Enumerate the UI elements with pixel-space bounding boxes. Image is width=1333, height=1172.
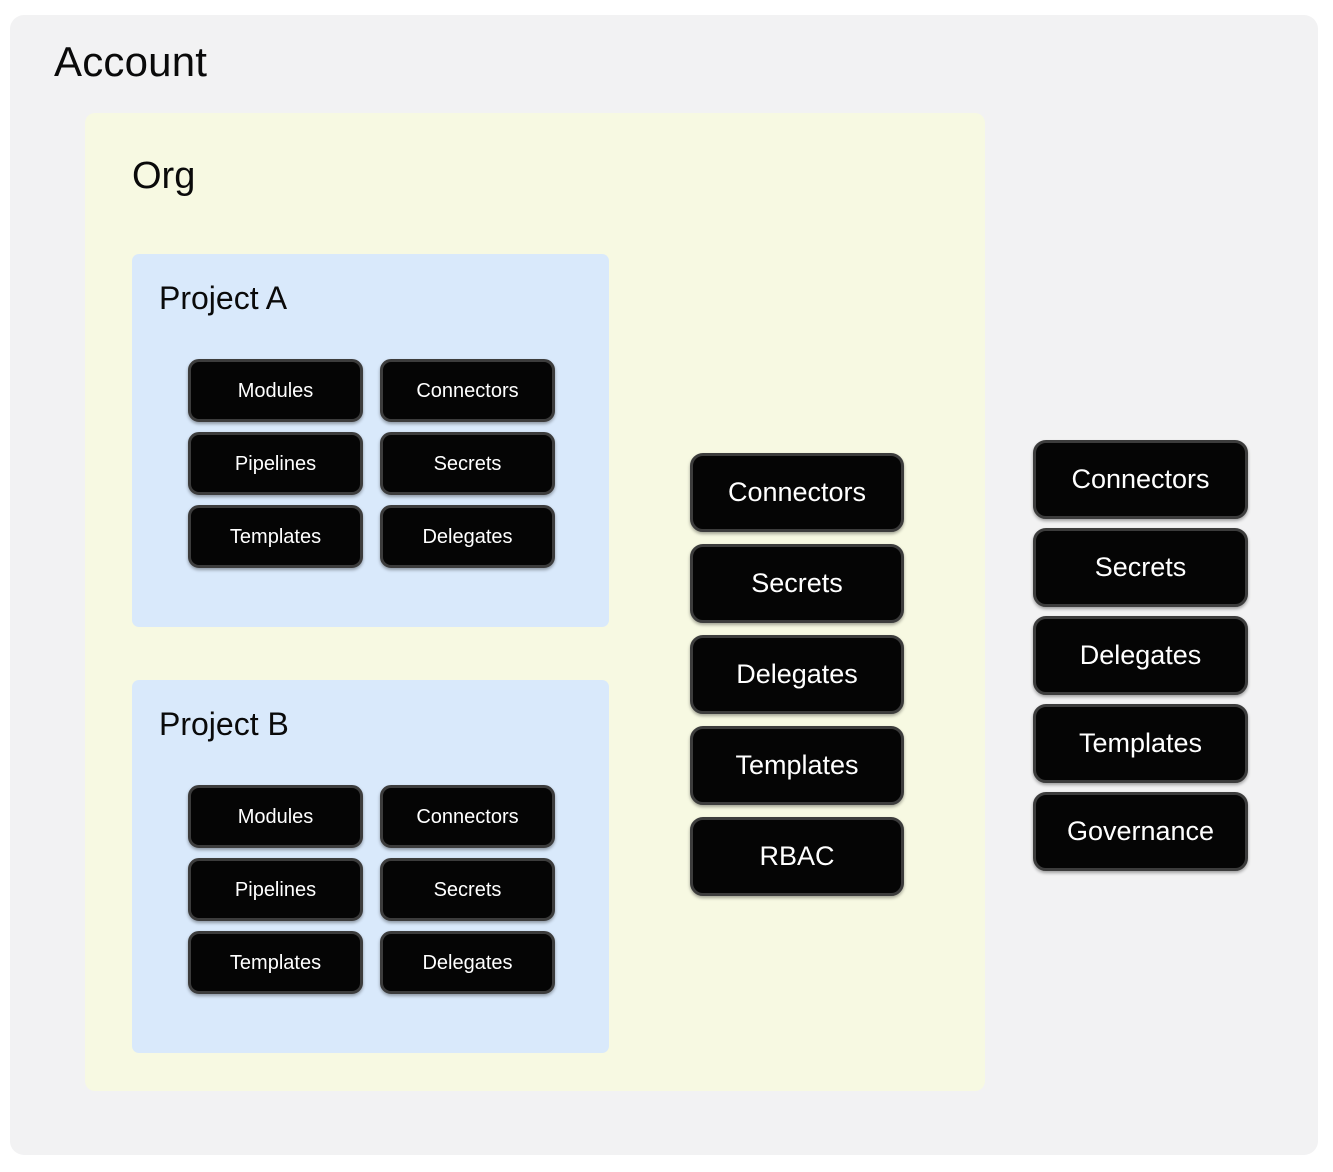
pill-label: RBAC [759, 841, 835, 871]
pill-label: Delegates [422, 525, 513, 548]
project-b-resource-delegates[interactable]: Delegates [380, 931, 555, 994]
org-resource-delegates[interactable]: Delegates [690, 635, 904, 714]
project-a-resource-secrets[interactable]: Secrets [380, 432, 555, 495]
project-a-card: Project A Modules Connectors Pipelines S… [132, 254, 609, 627]
project-b-resource-secrets[interactable]: Secrets [380, 858, 555, 921]
pill-label: Delegates [1079, 640, 1202, 670]
project-a-resource-delegates[interactable]: Delegates [380, 505, 555, 568]
pill-label: Templates [229, 525, 322, 548]
account-resource-connectors[interactable]: Connectors [1033, 440, 1248, 519]
pill-label: Connectors [416, 379, 519, 402]
org-resource-column: Connectors Secrets Delegates Templates R… [690, 453, 904, 896]
project-a-resource-pipelines[interactable]: Pipelines [188, 432, 363, 495]
project-b-title: Project B [159, 706, 289, 742]
pill-label: Secrets [751, 568, 843, 598]
account-scope-card: Account Org Project A Modules Connectors… [10, 15, 1318, 1155]
project-b-resource-grid: Modules Connectors Pipelines Secrets Tem… [188, 785, 555, 994]
pill-label: Pipelines [234, 452, 317, 475]
account-resource-templates[interactable]: Templates [1033, 704, 1248, 783]
account-resource-secrets[interactable]: Secrets [1033, 528, 1248, 607]
account-resource-governance[interactable]: Governance [1033, 792, 1248, 871]
project-a-title: Project A [159, 280, 288, 316]
pill-label: Secrets [1094, 552, 1187, 582]
org-resource-rbac[interactable]: RBAC [690, 817, 904, 896]
project-b-resource-templates[interactable]: Templates [188, 931, 363, 994]
account-resource-delegates[interactable]: Delegates [1033, 616, 1248, 695]
pill-label: Templates [735, 750, 859, 780]
project-a-resource-templates[interactable]: Templates [188, 505, 363, 568]
pill-label: Modules [237, 379, 314, 402]
org-resource-secrets[interactable]: Secrets [690, 544, 904, 623]
pill-label: Pipelines [234, 878, 317, 901]
org-title: Org [132, 155, 196, 197]
project-b-resource-modules[interactable]: Modules [188, 785, 363, 848]
pill-label: Delegates [736, 659, 858, 689]
org-resource-connectors[interactable]: Connectors [690, 453, 904, 532]
pill-label: Connectors [727, 477, 867, 507]
pill-label: Connectors [1071, 464, 1210, 494]
project-a-resource-grid: Modules Connectors Pipelines Secrets Tem… [188, 359, 555, 568]
project-b-resource-pipelines[interactable]: Pipelines [188, 858, 363, 921]
pill-label: Connectors [416, 805, 519, 828]
pill-label: Modules [237, 805, 314, 828]
pill-label: Governance [1066, 816, 1215, 846]
pill-label: Secrets [433, 878, 502, 901]
project-a-resource-modules[interactable]: Modules [188, 359, 363, 422]
account-title: Account [54, 38, 208, 85]
pill-label: Secrets [433, 452, 502, 475]
pill-label: Delegates [422, 951, 513, 974]
org-resource-templates[interactable]: Templates [690, 726, 904, 805]
project-b-resource-connectors[interactable]: Connectors [380, 785, 555, 848]
pill-label: Templates [1078, 728, 1203, 758]
org-scope-card: Org Project A Modules Connectors Pipelin… [85, 113, 985, 1091]
project-a-resource-connectors[interactable]: Connectors [380, 359, 555, 422]
pill-label: Templates [229, 951, 322, 974]
project-b-card: Project B Modules Connectors Pipelines S… [132, 680, 609, 1053]
account-resource-column: Connectors Secrets Delegates Templates G… [1033, 440, 1248, 871]
